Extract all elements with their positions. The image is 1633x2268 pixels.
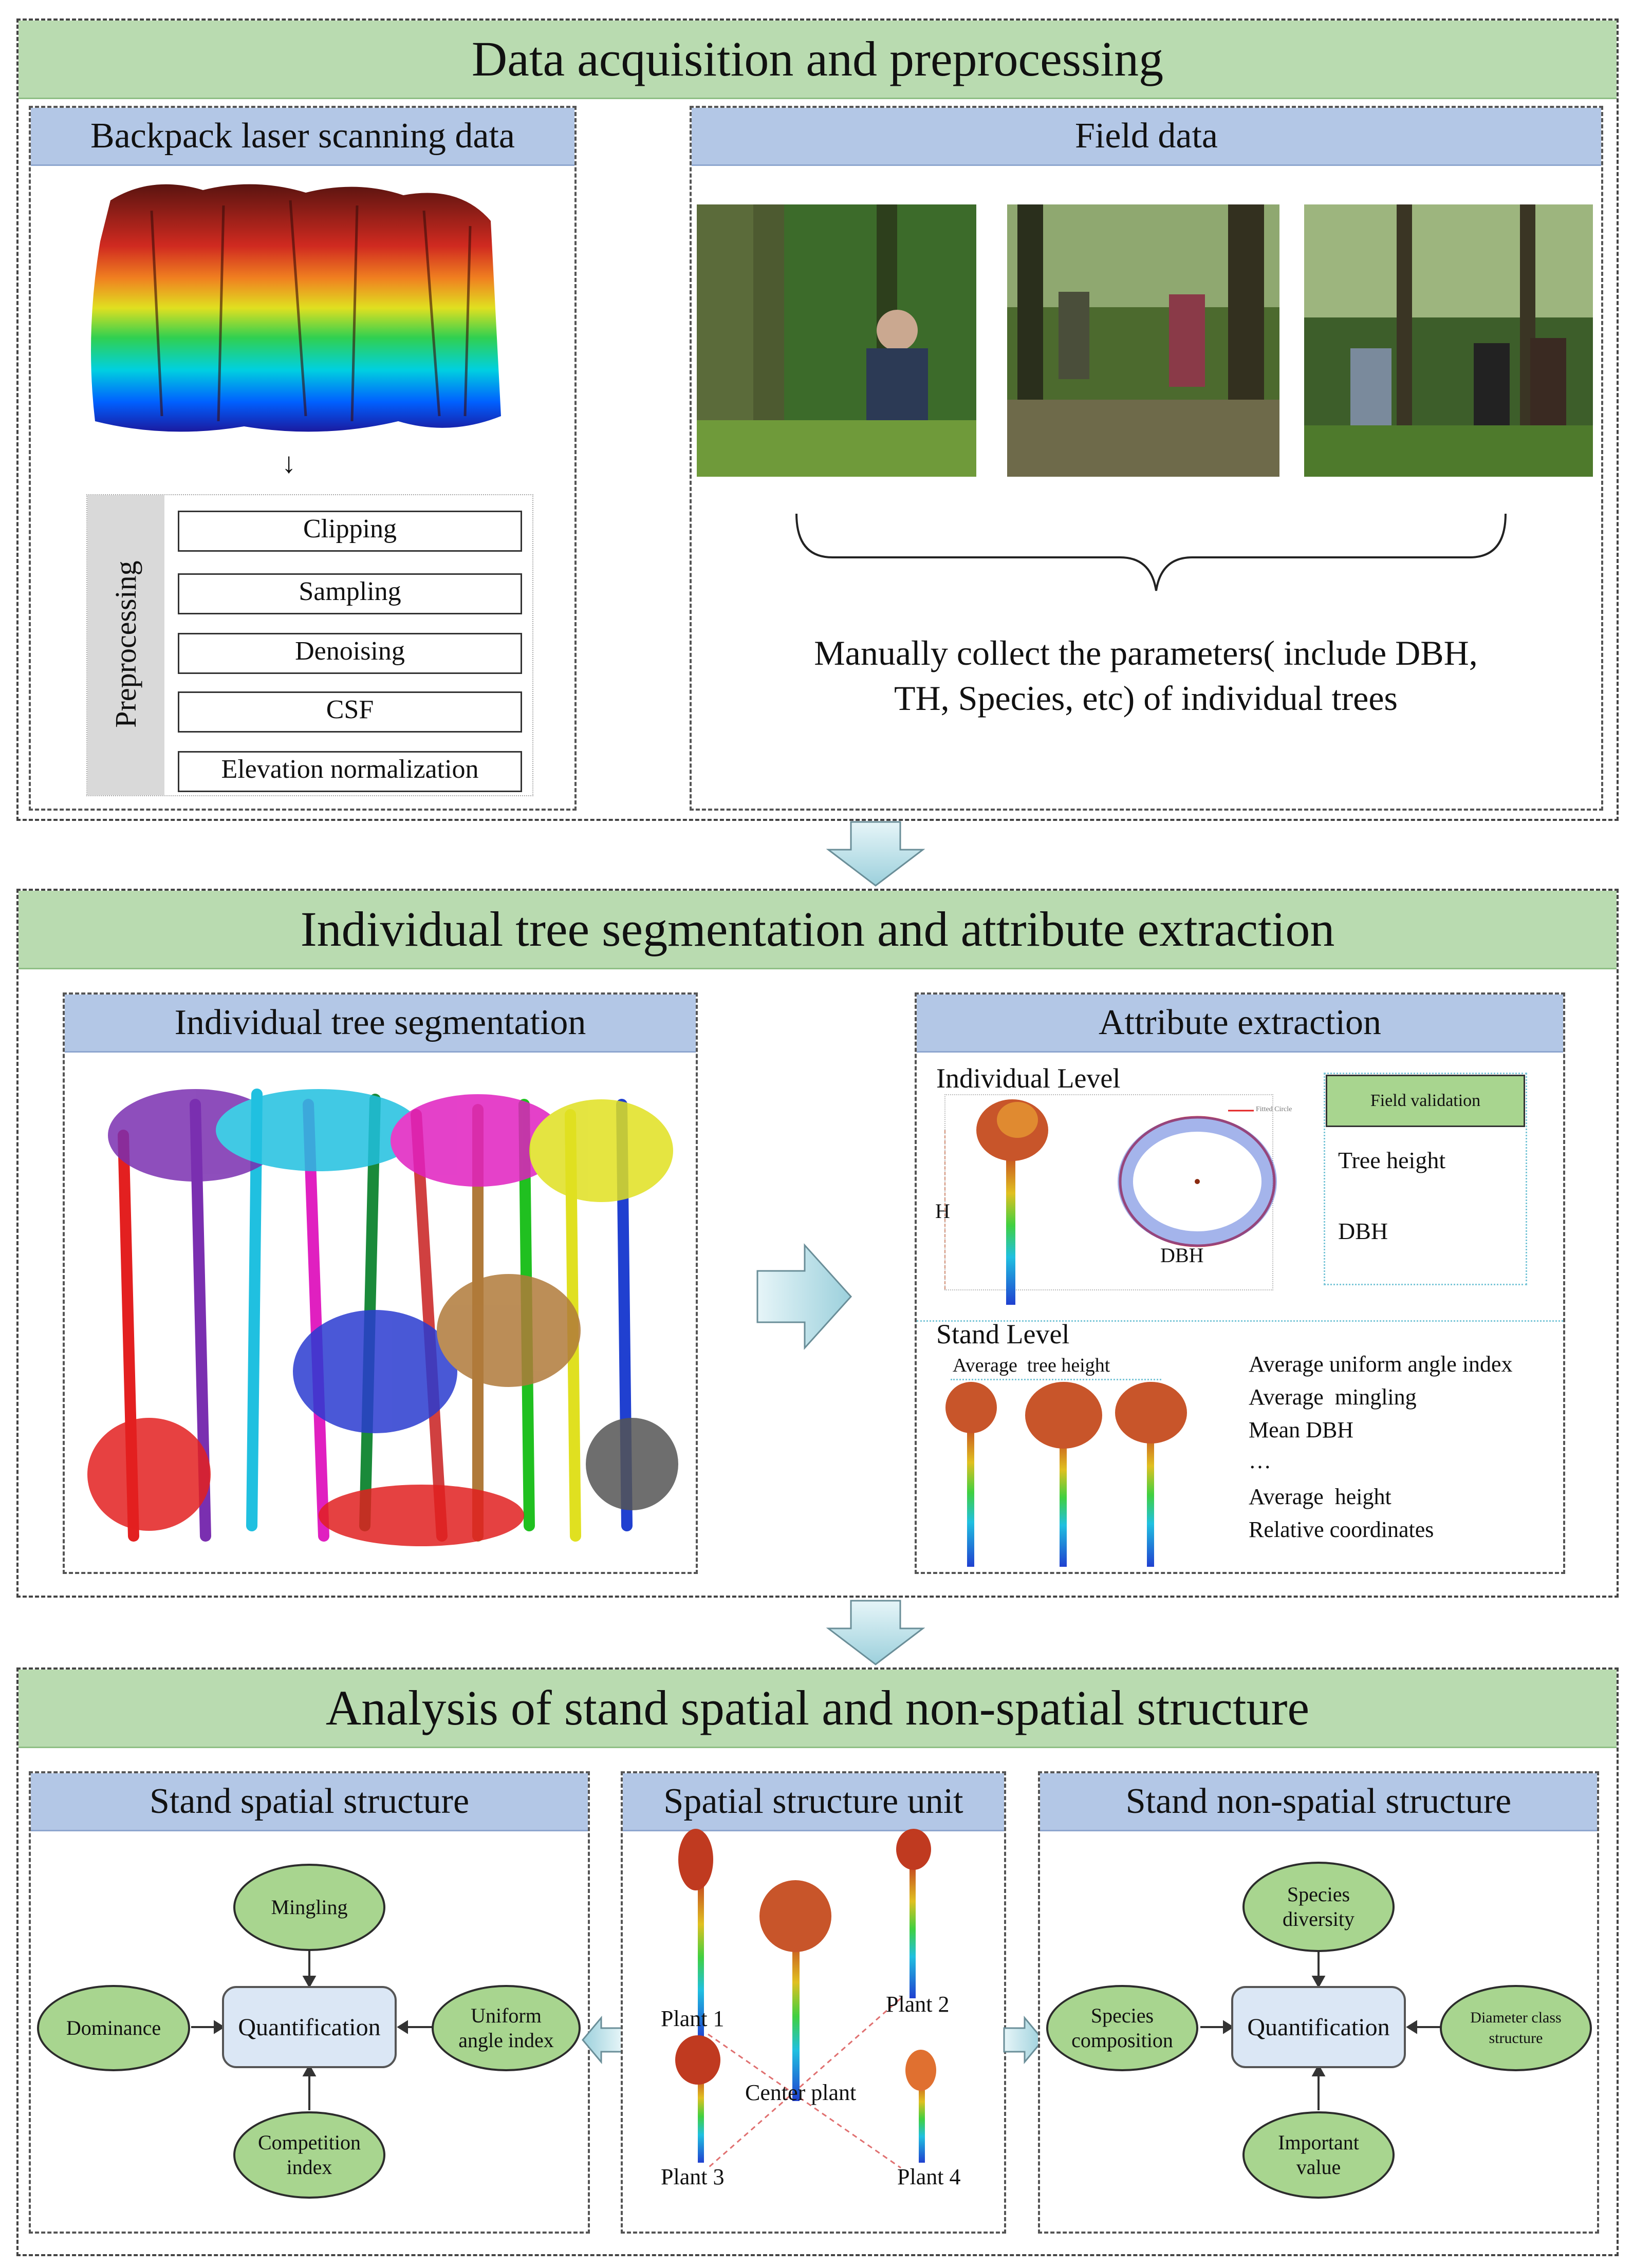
flow-arrow-right-2 [1003,2016,1044,2064]
section-title-bar: Analysis of stand spatial and non-spatia… [18,1670,1617,1748]
field-photo-2 [1007,204,1279,477]
h-label: H [935,1199,950,1223]
mingling-node: Mingling [233,1864,385,1951]
average-tree-height-line [951,1379,1161,1380]
flow-arrow-right-1 [756,1243,852,1350]
step-elevation-normalization: Elevation normalization [178,751,522,792]
field-caption-line2: TH, Species, etc) of individual trees [894,679,1398,718]
fitted-circle-legend: Fitted Circle [1256,1105,1292,1113]
spatial-unit-title: Spatial structure unit [623,1773,1004,1831]
field-caption-line1: Manually collect the parameters( include… [814,633,1478,672]
field-brace-icon [795,513,1507,591]
section-title-bar: Individual tree segmentation and attribu… [18,891,1617,969]
tree-height-item: Tree height [1338,1147,1446,1173]
step-clipping: Clipping [178,511,522,552]
section-title: Individual tree segmentation and attribu… [300,902,1335,957]
segmented-trees-image [87,1089,678,1546]
section-data-acquisition: Data acquisition and preprocessing [16,18,1619,821]
h-dimension-line [944,1130,945,1289]
nonspatial-quantification-node: Quantification [1231,1986,1406,2068]
stand-item-5: Average height [1249,1484,1391,1509]
dbh-item: DBH [1338,1218,1388,1244]
individual-level-label: Individual Level [936,1063,1121,1094]
step-sampling: Sampling [178,573,522,614]
flow-arrow-down-2 [826,1600,925,1665]
bls-panel-title: Backpack laser scanning data [31,108,574,166]
plant-2-label: Plant 2 [886,1992,950,2017]
preprocessing-label: Preprocessing [109,560,142,728]
individual-tree-image [976,1099,1048,1305]
step-csf: CSF [178,691,522,733]
stand-level-divider [917,1320,1563,1322]
plant-4-label: Plant 4 [897,2164,961,2189]
stand-item-3: Mean DBH [1249,1417,1354,1442]
bls-point-cloud-image [91,184,501,432]
section-segmentation: Individual tree segmentation and attribu… [16,889,1619,1598]
stand-item-6: Relative coordinates [1249,1517,1434,1542]
spatial-connectors [191,1941,433,2110]
section-title-bar: Data acquisition and preprocessing [18,21,1617,99]
average-tree-height-label: Average tree height [953,1355,1110,1376]
uniform-angle-index-node: Uniform angle index [432,1985,581,2071]
stand-item-4: … [1249,1448,1271,1473]
stand-level-label: Stand Level [936,1319,1070,1349]
spatial-structure-title: Stand spatial structure [31,1773,588,1831]
competition-index-node: Competition index [233,2111,385,2199]
preprocessing-block: Preprocessing [86,494,533,796]
preprocessing-side-bar [87,495,164,795]
diameter-class-structure-node: Diameter class structure [1440,1985,1592,2071]
field-data-title: Field data [692,108,1601,166]
flow-arrow-down-1 [826,821,925,887]
center-plant-label: Center plant [745,2080,857,2105]
dbh-fitted-circle-image [1118,1110,1277,1247]
segmentation-title: Individual tree segmentation [65,995,696,1053]
dbh-label: DBH [1160,1244,1204,1267]
field-photo-3 [1304,204,1593,477]
stand-item-1: Average uniform angle index [1249,1352,1513,1377]
section-structure-analysis: Analysis of stand spatial and non-spatia… [16,1667,1619,2256]
species-composition-node: Species composition [1046,1985,1198,2071]
attribute-extraction-title: Attribute extraction [917,995,1563,1053]
dominance-node: Dominance [37,1985,190,2071]
section-title: Data acquisition and preprocessing [471,31,1164,86]
field-photo-1 [697,204,976,477]
plant-3-label: Plant 3 [661,2164,725,2189]
species-diversity-node: Species diversity [1242,1862,1395,1952]
plant-1-label: Plant 1 [661,2006,725,2031]
nonspatial-connectors [1200,1941,1442,2110]
flow-arrow-left [582,2016,623,2064]
field-validation-header: Field validation [1326,1075,1525,1127]
field-validation-box [1324,1073,1527,1285]
section-title: Analysis of stand spatial and non-spatia… [325,1680,1310,1735]
down-arrow-icon: ↓ [282,447,296,479]
spatial-unit-image [675,1829,936,2169]
stand-item-2: Average mingling [1249,1384,1417,1410]
step-denoising: Denoising [178,633,522,674]
important-value-node: Important value [1242,2111,1395,2199]
nonspatial-structure-title: Stand non-spatial structure [1040,1773,1597,1831]
stand-trees-image [945,1382,1187,1567]
spatial-quantification-node: Quantification [222,1986,397,2068]
